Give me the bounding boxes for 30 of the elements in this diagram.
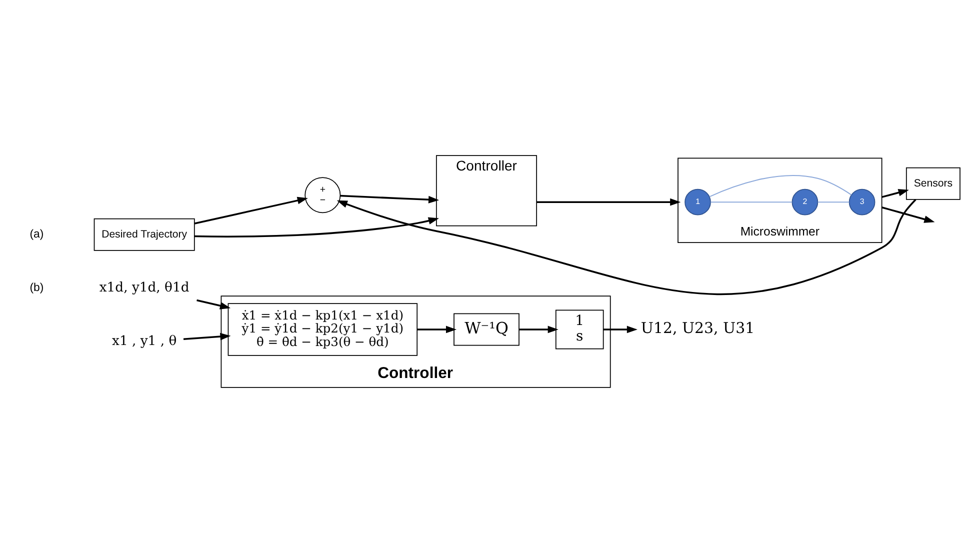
arrow <box>194 196 308 224</box>
arrow <box>519 325 558 333</box>
connector <box>709 174 852 197</box>
arrow <box>604 325 638 333</box>
connector <box>818 201 850 202</box>
node-circle: 2 <box>792 188 818 215</box>
node-box: Sensors <box>906 166 960 200</box>
node-circle: 3 <box>848 188 876 215</box>
arrow <box>194 216 439 237</box>
node-text: x1 , y1 , θ <box>112 333 177 348</box>
node-box: ẋ1 = ẋ1d − kp1(x1 − x1d) ẏ1 = ẏ1d − kp2(y1 − y1d) θ̇ = θ̇d − kp3(θ − θd) <box>228 302 418 356</box>
node-text: x1d, y1d, θ1d <box>99 280 190 295</box>
arrow <box>336 198 916 294</box>
arrow <box>417 325 457 333</box>
node-box: Desired Trajectory <box>94 218 195 250</box>
label: (b) <box>30 282 44 294</box>
label: (a) <box>30 228 44 240</box>
connector <box>710 201 792 202</box>
arrow <box>196 298 231 309</box>
arrow <box>536 198 681 206</box>
node-box: W⁻¹Q <box>454 312 520 346</box>
arrow <box>340 194 440 203</box>
arrow <box>183 332 231 340</box>
arrow <box>882 188 909 198</box>
arrow <box>882 206 935 222</box>
node-text: U12, U23, U31 <box>640 318 755 337</box>
node-circle: + − <box>304 176 341 213</box>
node-box: Controller <box>436 154 538 226</box>
node-circle: 1 <box>684 188 711 215</box>
node-box: 1 s <box>555 309 604 349</box>
